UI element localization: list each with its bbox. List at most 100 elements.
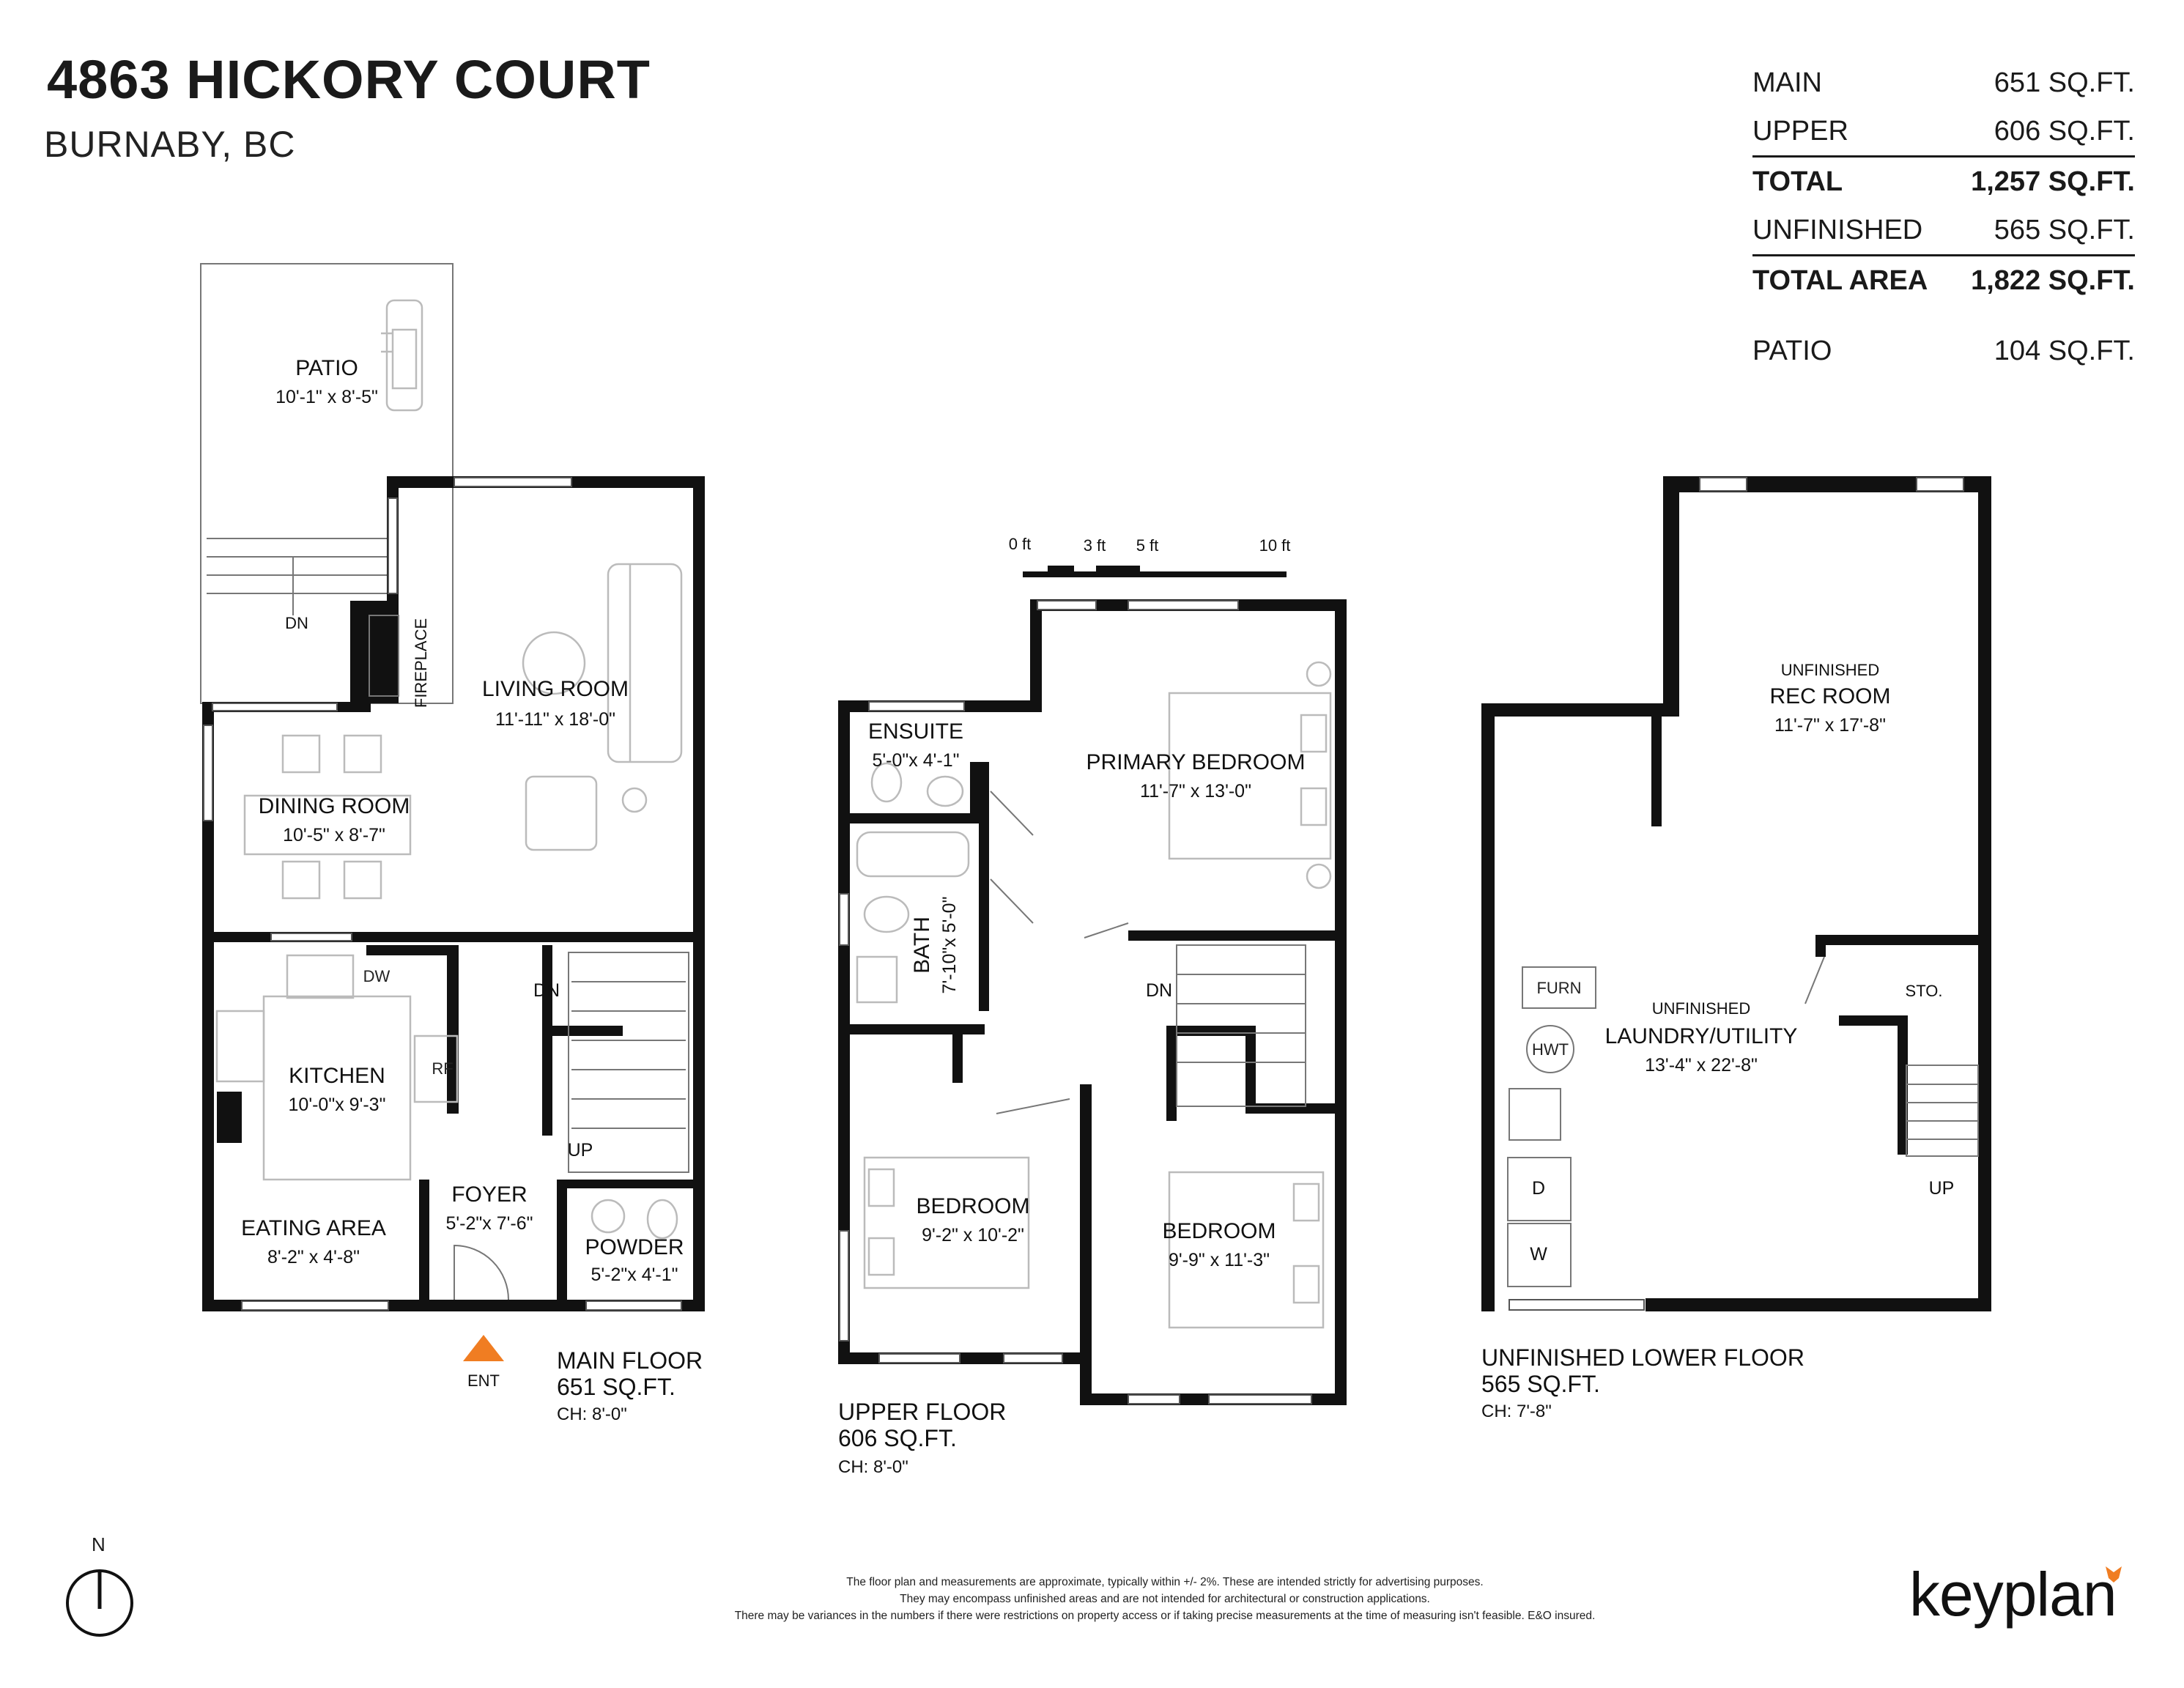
primary-window-1 [1037,600,1097,610]
upper-stairs [1176,944,1306,1107]
dryer-icon [1507,1157,1572,1221]
fox-icon [2106,1566,2122,1582]
powder-window [585,1300,682,1311]
bath-window [839,893,849,946]
dryer-label: D [1532,1178,1545,1199]
ensuite-name: ENSUITE [868,719,963,744]
scale-3: 3 ft [1084,536,1106,555]
bedroom1-window-1 [878,1353,960,1363]
nightstand-icon [1306,661,1332,687]
fridge-icon [413,1034,459,1103]
area-row-total-area: TOTAL AREA 1,822 SQ.FT. [1752,256,2135,305]
bedroom1-dims: 9'-2" x 10'-2" [922,1225,1024,1245]
laundry-note: UNFINISHED [1652,999,1750,1018]
lower-floor-plan: UNFINISHED REC ROOM 11'-7" x 17'-8" UNFI… [1481,476,1991,1421]
disclaimer-line: There may be variances in the numbers if… [734,1610,1596,1622]
storage-door[interactable] [1804,956,1825,1004]
entry-label: ENT [467,1372,500,1390]
upper-floor-title: UPPER FLOOR [838,1399,1006,1425]
ensuite-window [868,701,965,711]
bedroom1-window-side [839,1230,849,1341]
property-address: 4863 HICKORY COURT [47,49,651,110]
bath-sink-icon [856,955,898,1004]
living-window [454,477,572,487]
eating-area-name: EATING AREA [241,1216,386,1240]
bath-name: BATH [910,917,934,974]
kitchen-dims: 10'-0"x 9'-3" [289,1095,386,1115]
washer-label: W [1530,1244,1547,1265]
kitchen-window [270,933,352,941]
laundry-dims: 13'-4" x 22'-8" [1645,1055,1758,1076]
bedroom1-name: BEDROOM [916,1194,1029,1218]
area-label: MAIN [1752,67,1822,98]
area-label: UPPER [1752,115,1848,147]
bath-toilet-icon [863,895,910,933]
ensuite-dims: 5'-0"x 4'-1" [872,750,959,771]
furnace-icon [1522,966,1596,1009]
foyer-dims: 5'-2"x 7'-6" [445,1213,533,1234]
area-value: 1,822 SQ.FT. [1971,264,2135,296]
bbq-icon [381,299,423,412]
lower-floor-title: UNFINISHED LOWER FLOOR [1481,1344,1804,1371]
hot-water-tank-icon [1526,1025,1574,1073]
main-floor-area: 651 SQ.FT. [557,1374,675,1400]
washer-icon [1507,1223,1572,1287]
nightstand-icon [1306,863,1332,889]
laundry-window [1509,1299,1645,1311]
rec-room-dims: 11'-7" x 17'-8" [1774,715,1886,736]
laundry-name: LAUNDRY/UTILITY [1605,1024,1798,1048]
powder-sink-icon [591,1199,626,1234]
closet-door[interactable] [990,878,1034,924]
lower-floor-ceiling: CH: 7'-8" [1481,1402,1552,1421]
main-up-label: UP [568,1140,593,1160]
brand-logo: keyplan [1909,1560,2117,1629]
area-label: UNFINISHED [1752,214,1923,245]
dining-slider-door [212,703,338,711]
disclaimer: The floor plan and measurements are appr… [579,1574,1751,1624]
floor-lamp-icon [621,787,648,813]
upper-floor-ceiling: CH: 8'-0" [838,1457,908,1477]
rec-room-name: REC ROOM [1770,684,1891,708]
bedroom2-window-1 [1128,1394,1180,1404]
upper-dn-label: DN [1146,980,1172,1001]
main-floor-title: MAIN FLOOR [557,1347,703,1374]
area-value: 1,257 SQ.FT. [1971,166,2135,197]
bedroom2-bed [1168,1171,1325,1329]
bedroom1-door[interactable] [996,1098,1070,1114]
bedroom1-bed [863,1156,1030,1289]
compass-icon [66,1569,133,1637]
dining-table [243,734,412,900]
eating-window [241,1300,389,1311]
bath-dims: 7'-10"x 5'-0" [939,897,960,994]
dining-window [203,725,213,821]
powder-dims: 5'-2"x 4'-1" [591,1265,678,1285]
upper-floor-plan: 0 ft 3 ft 5 ft 10 ft [838,535,1347,1477]
entry-arrow-icon [463,1335,504,1361]
bedroom1-window-2 [1003,1353,1063,1363]
bedroom2-name: BEDROOM [1162,1219,1276,1243]
living-side-window [388,497,398,594]
laundry-sink-icon [1509,1088,1561,1141]
bedroom2-dims: 9'-9" x 11'-3" [1169,1250,1270,1270]
stove-icon [215,1010,265,1083]
property-city: BURNABY, BC [44,124,296,165]
fireplace-label: FIREPLACE [412,618,430,708]
main-floor-plan: DN [200,263,705,1424]
bedroom2-window-2 [1208,1394,1312,1404]
area-row-total: TOTAL 1,257 SQ.FT. [1752,158,2135,206]
living-sofa [607,563,683,763]
scale-0: 0 ft [1009,535,1032,553]
ensuite-toilet-icon [870,762,903,803]
area-value: 606 SQ.FT. [1994,115,2135,147]
closet-door[interactable] [990,791,1034,836]
area-row-main: MAIN 651 SQ.FT. [1752,59,2135,107]
entry-door[interactable] [454,1244,509,1300]
patio-stairs [207,538,387,615]
primary-door[interactable] [1084,922,1129,939]
lower-up-label: UP [1929,1178,1955,1199]
primary-bed [1168,692,1332,860]
scale-5: 5 ft [1136,536,1159,555]
rec-window-2 [1916,477,1964,492]
area-row-unfinished: UNFINISHED 565 SQ.FT. [1752,206,2135,256]
